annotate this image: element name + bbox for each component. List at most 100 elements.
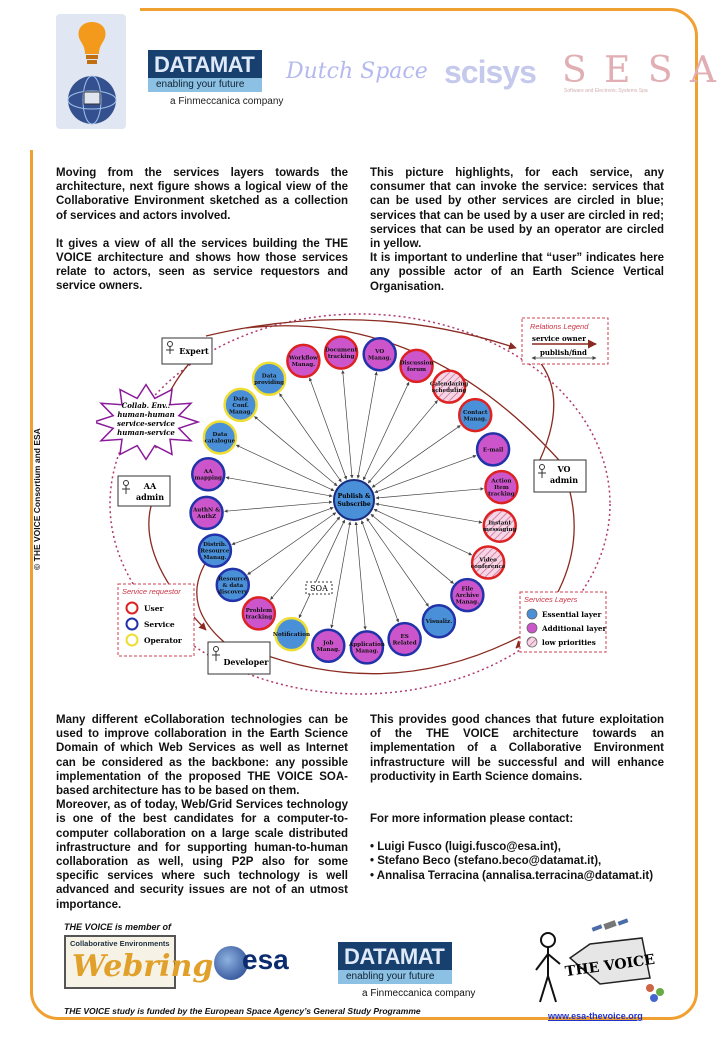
intro-paragraph: It gives a view of all the services buil… — [56, 237, 348, 293]
service-circle — [311, 628, 346, 664]
publish-find-spoke — [356, 371, 378, 479]
publish-find-spoke — [373, 508, 473, 556]
service-circle — [484, 469, 519, 505]
publish-subscribe-hub: Publish & Subscribe — [333, 479, 375, 521]
service-circle — [482, 508, 518, 543]
star-label-line: human-human — [117, 410, 174, 419]
service-circle — [421, 603, 457, 639]
legend-item-label: low priorities — [542, 638, 596, 647]
service-label-line: Manag. — [203, 555, 226, 561]
service-circle — [387, 621, 422, 657]
service-circle — [286, 343, 321, 379]
service-label-line: Distrib. — [203, 542, 227, 548]
service-circle — [475, 432, 511, 467]
datamat-logo-name: DATAMAT — [344, 944, 445, 969]
service-label-line: & data — [222, 583, 243, 589]
member-label: THE VOICE is member of — [64, 922, 172, 932]
service-circle — [349, 630, 385, 665]
dutch-space-logo: Dutch Space — [286, 59, 428, 84]
actor-developer: Developer — [207, 641, 271, 675]
actor-expert: Expert — [161, 337, 213, 365]
copyright-side-text: © THE VOICE Consortium and ESA — [32, 428, 42, 570]
webring-logo[interactable]: Collaborative Environments Webring — [64, 935, 213, 989]
sesa-subtitle: Software and Electronic Systems Spa — [564, 88, 648, 94]
publish-find-spoke — [370, 513, 454, 584]
contact-intro: For more information please contact: — [370, 813, 574, 826]
contact-item: • Annalisa Terracina (annalisa.terracina… — [370, 869, 654, 882]
lightbulb-icon — [78, 22, 106, 64]
publish-find-spoke — [362, 381, 410, 481]
service-label-line: Data — [233, 396, 248, 402]
publish-find-spoke — [279, 393, 342, 483]
layer-swatch-icon — [526, 608, 538, 620]
publish-find-spoke — [254, 416, 338, 487]
service-circle — [189, 495, 224, 531]
service-circle — [215, 567, 251, 603]
legend-item-label: publish/find — [540, 348, 587, 357]
the-voice-logo: THE VOICE — [535, 918, 664, 1003]
service-label-line: Workflow — [288, 356, 318, 362]
datamat-subtitle: a Finmeccanica company — [170, 96, 284, 107]
publish-find-spoke — [375, 502, 483, 524]
service-label-line: Video — [478, 557, 497, 563]
publish-find-spoke — [224, 500, 333, 513]
service-label-line: Archive — [455, 593, 480, 599]
intro-left-column: Moving from the services layers towards … — [56, 166, 348, 294]
service-label-line: Job — [322, 641, 333, 647]
service-label-line: VO — [374, 349, 384, 355]
website-link[interactable]: www.esa-thevoice.org — [548, 1011, 643, 1021]
service-label-line: Manag. — [317, 647, 340, 653]
contact-list: • Luigi Fusco (luigi.fusco@esa.int), • S… — [370, 840, 664, 883]
svg-text:SOA: SOA — [310, 584, 328, 593]
contact-item: • Luigi Fusco (luigi.fusco@esa.int), — [370, 841, 561, 854]
collab-env-star: Collab. Env.: human-human service-servic… — [96, 383, 201, 461]
publish-find-spoke — [374, 454, 477, 494]
body-paragraph: Many different eCollaboration technologi… — [56, 714, 348, 798]
publish-find-spoke — [308, 377, 348, 480]
service-label-line: tracking — [488, 492, 515, 498]
legend-item-label: service owner — [532, 334, 586, 343]
publish-find-spoke — [247, 512, 337, 575]
service-label-line: Manag. — [229, 409, 252, 415]
service-label-line: Manag. — [456, 600, 479, 606]
service-label-line: Manag. — [368, 355, 391, 361]
satellite-icon — [591, 918, 629, 932]
datamat-logo-tagline: enabling your future — [148, 78, 262, 92]
service-label-line: Manag. — [292, 362, 315, 368]
service-label-line: Document — [325, 347, 358, 353]
legend-item-label: Operator — [144, 636, 183, 645]
service-label-line: discovery — [218, 589, 248, 595]
service-label-line: Instant — [488, 520, 511, 526]
service-circle — [399, 348, 434, 384]
hub-label-line: Subscribe — [337, 501, 371, 508]
requestor-ring-icon — [125, 601, 139, 615]
publish-find-spoke — [231, 506, 334, 546]
datamat-logo: DATAMAT enabling your future — [148, 50, 262, 92]
legend-item-label: Service — [144, 620, 175, 629]
star-label-line: human-service — [117, 428, 175, 437]
people-icon — [646, 984, 664, 1002]
publish-find-spoke — [360, 520, 400, 623]
service-circle — [241, 596, 277, 631]
service-label-line: AuthN & — [192, 508, 220, 514]
service-label-line: AuthZ — [196, 514, 216, 520]
intro-paragraph: It is important to underline that “user”… — [370, 252, 664, 293]
service-circle — [457, 397, 493, 433]
actor-label: Developer — [223, 657, 269, 667]
service-circle — [431, 369, 467, 404]
esa-globe-icon — [214, 946, 248, 980]
service-node: Visualiz. — [421, 603, 457, 639]
